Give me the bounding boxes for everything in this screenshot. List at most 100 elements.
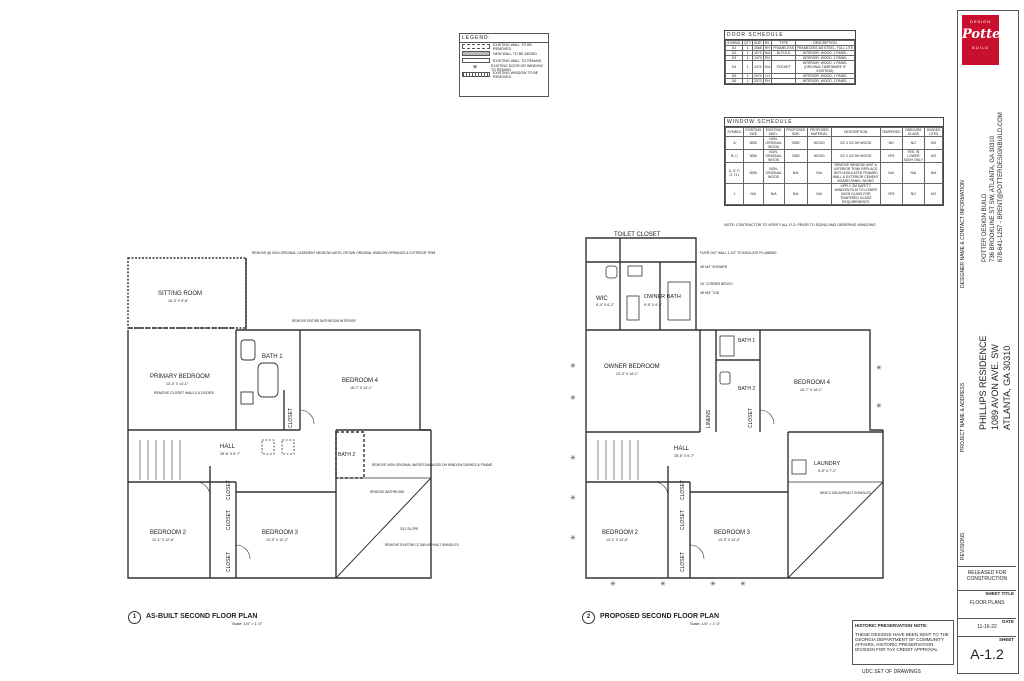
room-dim-bedroom3-proposed: 13'-9" X 12'-2" [718,538,741,542]
plan-scale-right: Scale: 1/4" = 1'-0" [690,622,721,626]
sheet-number-cell: SHEET A-1.2 [958,636,1016,671]
project-name: PHILLIPS RESIDENCE [978,335,988,430]
room-label-owner-bedroom: OWNER BEDROOM [604,364,660,370]
table-cell: NO [924,183,943,205]
sheet-title-label: SHEET TITLE [985,591,1014,596]
legend-item: EXISTING WINDOW TO BE REMOVED [460,70,548,79]
note-left-2: REMOVE NON-ORIGINAL WATER DAMAGED DH WIN… [372,463,493,467]
status-text: RELEASED FOR CONSTRUCTION [966,570,1008,582]
table-cell: NO [901,183,926,205]
legend-title: LEGEND: [460,34,548,43]
designer-label: DESIGNER NAME & CONTACT INFORMATION [960,180,966,288]
closet-label: CLOSET [226,552,232,572]
room-dim-hall: 28'-6" X 6'-7" [220,452,241,456]
room-dim-owner-bath: 9'-6" X 9'-4" [644,303,663,307]
window-marker-icon: ✳ [710,580,716,588]
sheet-label: SHEET [998,637,1014,642]
designer-address: 736 BROOKLINE ST SW, ATLANTA, GA 30310 [990,135,996,262]
plan-number-circle: 1 [128,611,141,624]
title-block [957,10,1019,674]
room-label-bath2: BATH 2 [338,452,355,458]
table-cell: REMOVE WINDOW UNIT & INTERIOR TRIM; REPL… [830,162,881,184]
room-dim-owner-bedroom: 13'-3" X 14'-1" [616,372,639,376]
project-street: 1089 AVON AVE. SW [990,344,1000,430]
historic-note-body: THESE DESIGNS HAVE BEEN SENT TO THE GEOR… [855,632,949,652]
window-marker-icon: ✳ [570,454,576,462]
designer-name: POTTER DESIGN BUILD [982,193,988,262]
room-dim-sitting: 16'-3" X 9'-6" [168,299,189,303]
room-dim-bedroom4: 16'-7" X 14'-1" [350,386,373,390]
plan-title-text: PROPOSED SECOND FLOOR PLAN [600,613,720,620]
note-right-2: 16" CORNER BENCH [700,282,733,286]
window-marker-icon: ✳ [876,402,882,410]
room-label-toilet-closet: TOILET CLOSET [614,232,661,238]
table-cell: N/A [762,183,785,205]
room-label-bedroom4-proposed: BEDROOM 4 [794,380,831,386]
sitting-room-outline [127,257,247,329]
logo-name: Potter [962,27,1008,42]
sheet-title-cell: SHEET TITLE FLOOR PLANS [958,590,1016,616]
table-cell: NON-ORIGINAL WOOD [762,162,785,184]
historic-note-title: HISTORIC PRESERVATION NOTE: [855,623,928,628]
room-label-bedroom3: BEDROOM 3 [262,530,299,536]
door-schedule-title: DOOR SCHEDULE [725,31,855,40]
legend-item: NEW WALL TO BE ADDED [460,50,548,57]
note-left-4: REMOVE EXISTING 3-TAB ASPHALT SHINGLES [385,543,459,547]
note-left-5: 3/12 SLOPE [400,527,419,531]
note-left-1: REMOVE ENTIRE BATHROOM INTERIOR [292,319,356,323]
date-label: DATE [1002,619,1014,624]
note-right-1: 48"x42" SHOWER [700,265,728,269]
table-cell: APPLY 3M SAFETY WINDOW FILM TO LOWER SAS… [830,183,881,205]
note-left-3: REMOVE BATHROOM [370,490,404,494]
linens-label: LINENS [706,409,712,428]
room-dim-primary: 13'-3" X 14'-1" [166,382,189,386]
window-marker-icon: ✳ [570,394,576,402]
date-value: 11-16-22 [977,624,997,630]
room-dim-laundry: 5'-8" X 7'-2" [818,469,837,473]
legend: LEGEND: EXISTING WALL TO BE REMOVED NEW … [459,33,549,97]
room-dim-bedroom2-proposed: 12'-1" X 12'-6" [606,538,629,542]
table-cell: YES [879,183,903,205]
room-label-bath1: BATH 1 [262,354,283,360]
status-cell: RELEASED FOR CONSTRUCTION [958,566,1016,589]
room-label-laundry: LAUNDRY [814,461,841,467]
room-label-hall-proposed: HALL [674,446,690,452]
room-label-bath2-proposed: BATH 2 [738,386,755,392]
set-label: UDC SET OF DRAWINGS [862,669,921,675]
table-cell: J [725,183,744,205]
legend-item: EXISTING WALL TO BE REMOVED [460,43,548,51]
plan-title-text: AS-BUILT SECOND FLOOR PLAN [146,613,258,620]
table-cell: INTERIOR, WOOD, 1 PANEL [794,78,856,84]
legend-swatch [462,58,490,63]
window-marker-icon: ✳ [570,494,576,502]
plan-number-circle: 2 [582,611,595,624]
room-label-primary: PRIMARY BEDROOM [150,374,210,380]
note-right-0: FURR OUT WALL 1-1/2" TO INSULATE PLUMBIN… [700,251,777,255]
room-label-sitting: SITTING ROOM [158,291,202,297]
table-cell: INTERIOR, WOOD, 1 PANEL (ORIGINAL HARDWA… [794,60,856,74]
legend-label: EXISTING DOOR OR WINDOW TO REMAIN [491,63,543,72]
legend-item: EXISTING WALL TO REMAIN [460,57,548,64]
room-dim-bedroom3: 13'-9" X 12'-2" [266,538,289,542]
legend-swatch [462,51,490,56]
closet-label: CLOSET [288,408,294,428]
closet-label: CLOSET [680,510,686,530]
legend-swatch [462,72,490,77]
closet-label: CLOSET [226,480,232,500]
plan-title-as-built: 1 AS-BUILT SECOND FLOOR PLAN [128,611,257,624]
note-remove-closet: REMOVE CLOSET WALLS & DOORS [154,391,215,395]
table-cell: 1 [742,78,754,84]
legend-item: ✳EXISTING DOOR OR WINDOW TO REMAIN [460,63,548,72]
window-note: NOTE: CONTRACTOR TO VERIFY ALL R.O. PRIO… [724,223,876,227]
window-marker-icon: ✳ [660,580,666,588]
legend-label: EXISTING WINDOW TO BE REMOVED [493,70,539,79]
sheet-title: FLOOR PLANS [969,600,1005,606]
